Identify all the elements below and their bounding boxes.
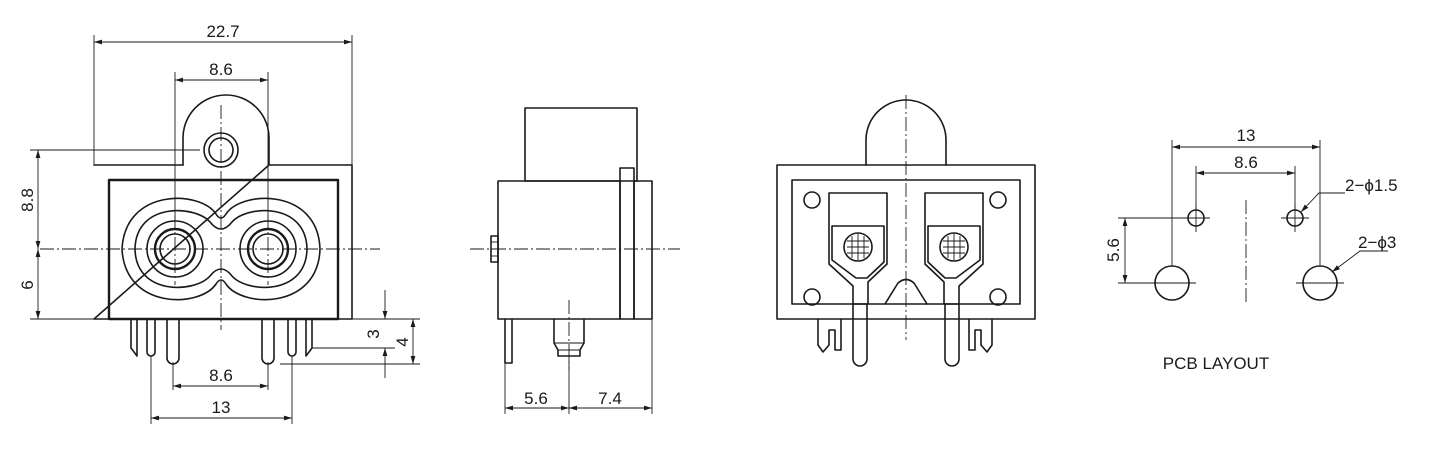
pcb-dim-inner-spacing: 8.6	[1234, 153, 1258, 172]
side-view-dimensions	[504, 319, 653, 414]
dim-depth-right: 7.4	[598, 389, 622, 408]
pcb-dim-row-offset: 5.6	[1104, 238, 1123, 262]
dim-depth-left: 5.6	[524, 389, 548, 408]
dimension-labels: 22.7 8.6 8.8 6 8.6 13 3 4 5.6 7.4 13 8.6…	[18, 22, 1398, 417]
dim-pin-length-short: 3	[364, 329, 383, 338]
pcb-dim-outer-spacing: 13	[1237, 126, 1256, 145]
pcb-small-hole-callout: 2−ϕ1.5	[1345, 176, 1398, 195]
dim-overall-width: 22.7	[206, 22, 239, 41]
pcb-dimensions	[1118, 140, 1388, 284]
dim-height-lower: 6	[18, 280, 37, 289]
dim-height-upper: 8.8	[18, 188, 37, 212]
dim-pin-spacing-outer: 13	[212, 398, 231, 417]
pcb-layout-caption: PCB LAYOUT	[1163, 354, 1269, 373]
front-view-dimensions	[30, 35, 420, 424]
front-view	[40, 94, 380, 365]
dim-pin-spacing-inner: 8.6	[209, 366, 233, 385]
rear-view	[776, 95, 1036, 367]
dim-pin-spacing-top: 8.6	[209, 60, 233, 79]
side-view	[470, 107, 680, 370]
dim-pin-length-long: 4	[393, 337, 412, 346]
pcb-large-hole-callout: 2−ϕ3	[1358, 233, 1396, 252]
pcb-layout	[1148, 200, 1344, 305]
